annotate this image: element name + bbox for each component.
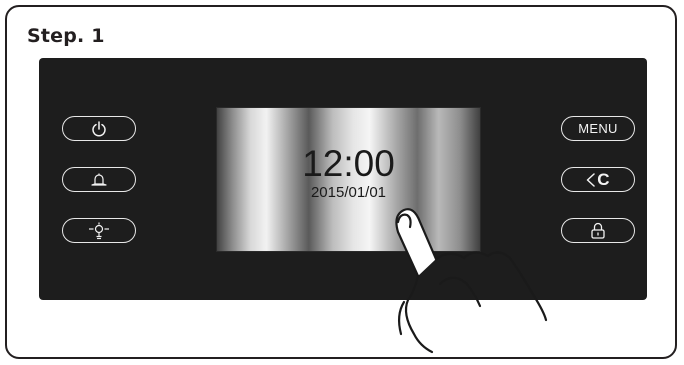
clock-time: 12:00 bbox=[216, 145, 481, 182]
menu-button[interactable]: MENU bbox=[561, 116, 635, 141]
menu-label: MENU bbox=[578, 121, 617, 136]
power-icon bbox=[91, 121, 107, 137]
back-arrow-icon bbox=[586, 173, 595, 187]
step-title: Step. 1 bbox=[27, 25, 105, 47]
clock-date: 2015/01/01 bbox=[216, 185, 481, 200]
lock-button[interactable] bbox=[561, 218, 635, 243]
power-button[interactable] bbox=[62, 116, 136, 141]
clear-label: C bbox=[597, 170, 610, 190]
alarm-button[interactable] bbox=[62, 167, 136, 192]
display-screen[interactable]: 12:00 2015/01/01 bbox=[216, 107, 481, 252]
light-button[interactable] bbox=[62, 218, 136, 243]
bell-icon bbox=[90, 172, 108, 188]
back-clear-button[interactable]: C bbox=[561, 167, 635, 192]
light-bulb-icon bbox=[88, 222, 110, 240]
lock-icon bbox=[590, 222, 606, 239]
